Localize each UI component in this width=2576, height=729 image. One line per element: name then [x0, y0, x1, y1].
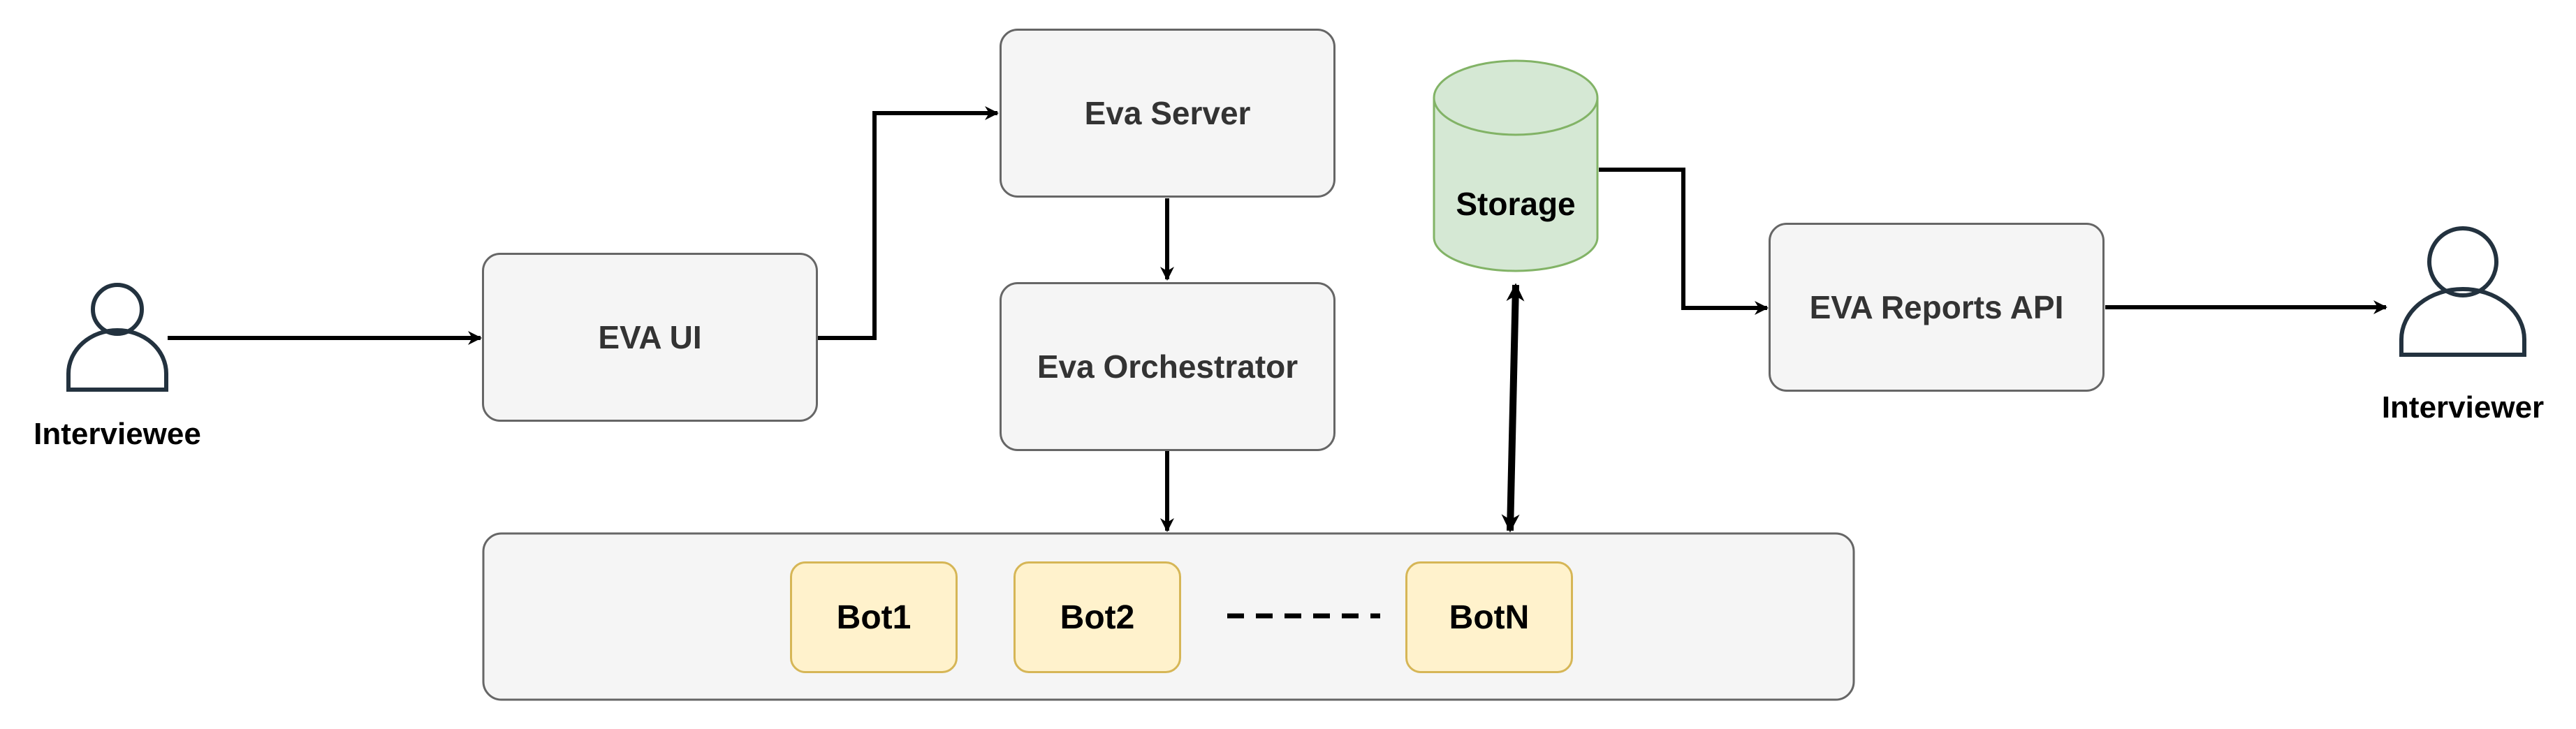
eva-reports-api-box[interactable]: EVA Reports API: [1769, 223, 2105, 392]
bot-2-label: Bot2: [1060, 598, 1135, 636]
eva-reports-api-label: EVA Reports API: [1809, 289, 2064, 325]
eva-ui-label: EVA UI: [598, 319, 702, 355]
eva-orchestrator-box[interactable]: Eva Orchestrator: [1000, 282, 1335, 451]
edge-storage-to-reports-api: [1599, 168, 1769, 315]
bot-n[interactable]: BotN: [1405, 561, 1573, 673]
edge-storage-bot-pool-bidirectional: [1501, 283, 1525, 533]
edge-eva-ui-to-eva-server: [817, 106, 999, 340]
storage-label: Storage: [1456, 186, 1576, 222]
interviewer-person-icon: [2399, 226, 2526, 357]
interviewee-label: Interviewee: [34, 417, 201, 451]
eva-ui-box[interactable]: EVA UI: [482, 253, 818, 422]
bot-1[interactable]: Bot1: [790, 561, 958, 673]
interviewer-label: Interviewer: [2381, 390, 2545, 425]
bot-n-label: BotN: [1449, 598, 1530, 636]
bot-1-label: Bot1: [836, 598, 912, 636]
bot-2[interactable]: Bot2: [1013, 561, 1181, 673]
eva-server-box[interactable]: Eva Server: [1000, 29, 1335, 198]
eva-orchestrator-label: Eva Orchestrator: [1037, 348, 1298, 385]
storage-cylinder: [1433, 59, 1599, 272]
interviewee-person-icon: [66, 283, 168, 392]
eva-server-label: Eva Server: [1084, 95, 1251, 131]
